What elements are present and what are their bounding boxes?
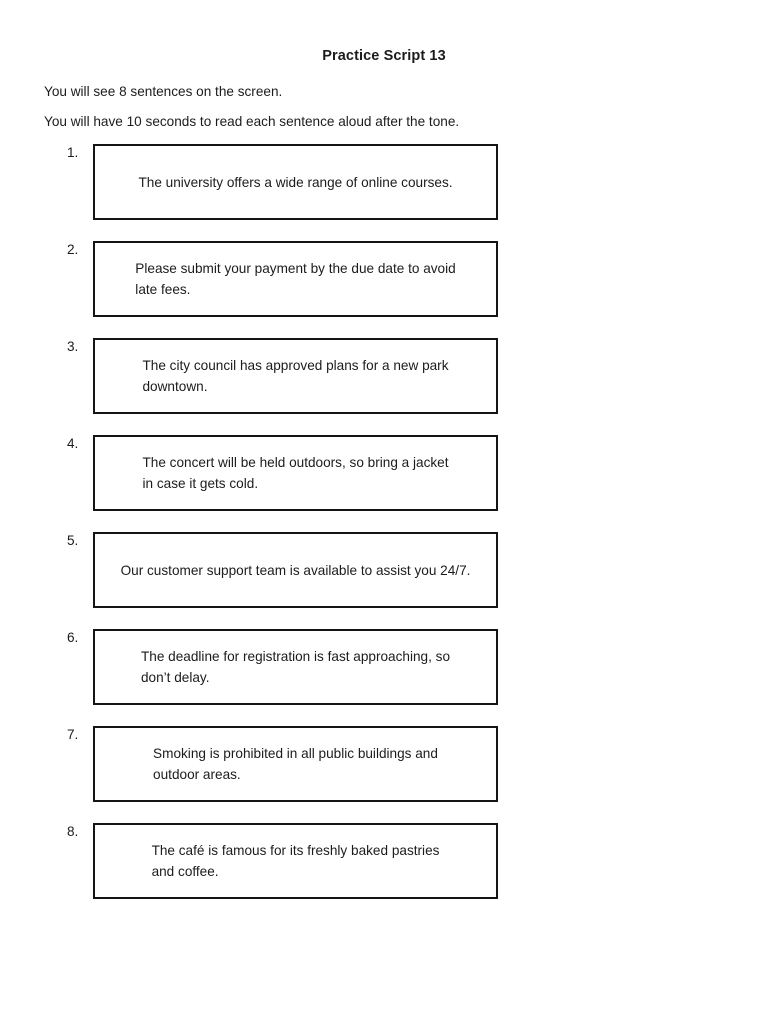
list-item: 6. The deadline for registration is fast… <box>67 629 768 705</box>
sentence-box: The café is famous for its freshly baked… <box>93 823 498 899</box>
item-number: 8. <box>67 824 79 839</box>
sentence-text: The university offers a wide range of on… <box>138 174 453 190</box>
instruction-line-1: You will see 8 sentences on the screen. <box>44 84 283 99</box>
sentence-list: 1. The university offers a wide range of… <box>67 144 768 899</box>
sentence-text: The café is famous for its freshly baked… <box>151 843 440 879</box>
sentence-box: The concert will be held outdoors, so br… <box>93 435 498 511</box>
sentence-text: The deadline for registration is fast ap… <box>140 649 451 685</box>
sentence-text: Our customer support team is available t… <box>120 562 471 578</box>
sentence-text: Please submit your payment by the due da… <box>135 261 456 297</box>
list-item: 4. The concert will be held outdoors, so… <box>67 435 768 511</box>
sentence-box: Smoking is prohibited in all public buil… <box>93 726 498 802</box>
list-item: 5. Our customer support team is availabl… <box>67 532 768 608</box>
sentence-box: Our customer support team is available t… <box>93 532 498 608</box>
list-item: 2. Please submit your payment by the due… <box>67 241 768 317</box>
list-item: 8. The café is famous for its freshly ba… <box>67 823 768 899</box>
item-number: 5. <box>67 533 79 548</box>
sentence-box: The deadline for registration is fast ap… <box>93 629 498 705</box>
list-item: 3. The city council has approved plans f… <box>67 338 768 414</box>
item-number: 7. <box>67 727 79 742</box>
list-item: 7. Smoking is prohibited in all public b… <box>67 726 768 802</box>
sentence-text: Smoking is prohibited in all public buil… <box>153 746 438 782</box>
sentence-box: Please submit your payment by the due da… <box>93 241 498 317</box>
item-number: 3. <box>67 339 79 354</box>
sentence-box: The university offers a wide range of on… <box>93 144 498 220</box>
instruction-line-2: You will have 10 seconds to read each se… <box>44 114 460 129</box>
page-title: Practice Script 13 <box>322 48 446 64</box>
list-item: 1. The university offers a wide range of… <box>67 144 768 220</box>
item-number: 2. <box>67 242 79 257</box>
sentence-box: The city council has approved plans for … <box>93 338 498 414</box>
item-number: 6. <box>67 630 79 645</box>
sentence-text: The concert will be held outdoors, so br… <box>142 455 449 491</box>
item-number: 1. <box>67 145 79 160</box>
sentence-text: The city council has approved plans for … <box>142 358 449 394</box>
item-number: 4. <box>67 436 79 451</box>
